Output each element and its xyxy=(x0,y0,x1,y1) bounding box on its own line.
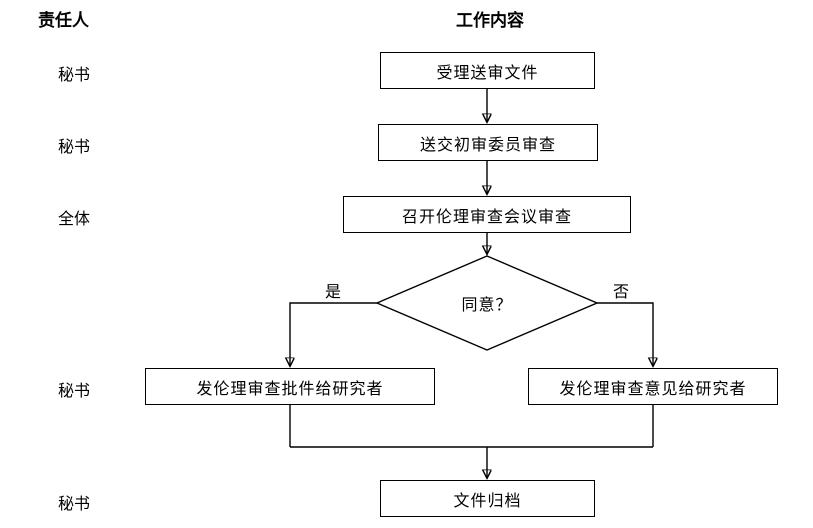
branch-label-no: 否 xyxy=(613,284,630,301)
column-header-responsible: 责任人 xyxy=(38,11,89,30)
flow-step-hold-ethics-meeting: 召开伦理审查会议审查 xyxy=(343,196,631,233)
role-label-secretary-1: 秘书 xyxy=(58,67,91,84)
role-label-secretary-4: 秘书 xyxy=(58,496,91,513)
flow-step-archive-documents: 文件归档 xyxy=(380,480,595,517)
flow-step-issue-opinion: 发伦理审查意见给研究者 xyxy=(528,368,778,405)
branch-label-yes: 是 xyxy=(325,284,342,301)
role-label-secretary-2: 秘书 xyxy=(58,139,91,156)
decision-diamond xyxy=(375,255,599,351)
flow-step-submit-preliminary-review: 送交初审委员审查 xyxy=(378,124,598,161)
arrow-yes-branch xyxy=(290,302,377,366)
flow-step-issue-approval: 发伦理审查批件给研究者 xyxy=(145,368,435,405)
role-label-secretary-3: 秘书 xyxy=(58,383,91,400)
decision-agree-text: 同意？ xyxy=(461,297,513,314)
flow-step-accept-documents: 受理送审文件 xyxy=(380,52,595,89)
column-header-work-content: 工作内容 xyxy=(456,11,524,30)
role-label-all-members: 全体 xyxy=(58,211,91,228)
arrow-no-branch xyxy=(597,302,653,366)
